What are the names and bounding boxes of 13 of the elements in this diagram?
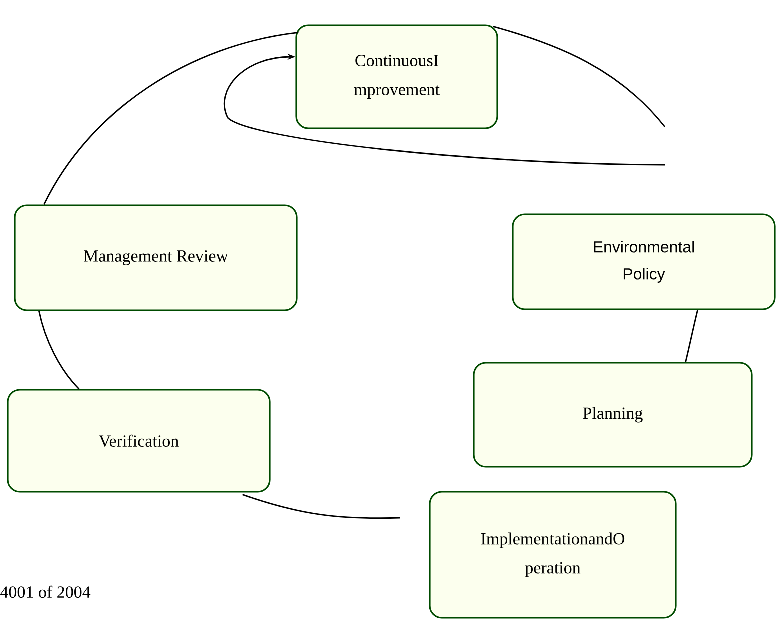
cycle-arc bbox=[44, 32, 299, 206]
process-box: ContinuousI mprovement bbox=[296, 24, 498, 130]
process-box: Verification bbox=[7, 389, 271, 493]
process-box: Environmental Policy bbox=[512, 214, 776, 310]
process-box: Planning bbox=[473, 362, 753, 468]
loop-arrow bbox=[224, 54, 665, 166]
process-box: Management Review bbox=[14, 204, 298, 312]
source-note: 4001 of 2004 bbox=[0, 586, 91, 598]
cycle-arc bbox=[493, 26, 666, 128]
cycle-arc bbox=[685, 310, 698, 362]
cycle-arc bbox=[242, 494, 400, 520]
process-box: ImplementationandO peration bbox=[429, 491, 677, 619]
cycle-arc bbox=[38, 311, 80, 390]
